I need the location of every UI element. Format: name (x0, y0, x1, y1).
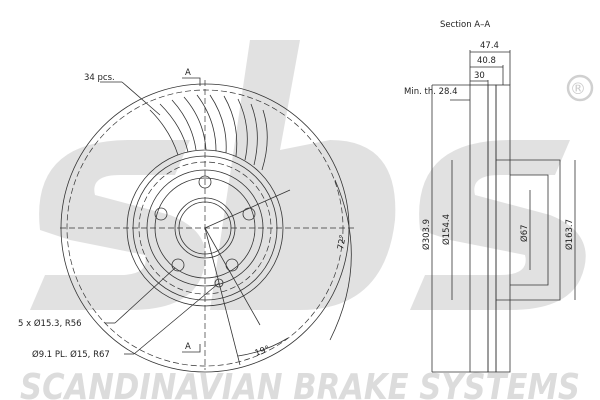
pin-hole-label: Ø9.1 PL. Ø15, R67 (32, 349, 110, 360)
outer-diameter-dim: Ø303.9 (421, 219, 432, 250)
thickness-dim: 30 (474, 71, 485, 81)
width-total-dim: 47.4 (480, 41, 499, 51)
angle-large-label: 72° (336, 234, 348, 251)
bolt-holes-label: 5 x Ø15.3, R56 (18, 318, 82, 329)
hat-diameter-dim: Ø154.4 (441, 214, 452, 245)
section-mark-bottom: A (185, 342, 191, 352)
width-hat-dim: 40.8 (477, 56, 496, 66)
hat-outer-diameter-dim: Ø163.7 (564, 219, 575, 250)
min-thickness-label: Min. th. 28.4 (404, 87, 458, 97)
section-mark-top: A (185, 68, 191, 78)
center-diameter-dim: Ø67 (519, 224, 530, 242)
section-title: Section A–A (440, 20, 490, 30)
pin-hole (214, 278, 224, 288)
angle-small-label: 19° (254, 344, 272, 359)
disc-section-view (431, 50, 576, 373)
watermark-text: SCANDINAVIAN BRAKE SYSTEMS (20, 367, 580, 400)
cooling-vanes (149, 94, 268, 171)
disc-front-view (60, 77, 355, 373)
sbs-logo-watermark (30, 40, 594, 310)
registered-mark: ® (570, 79, 586, 98)
vanes-count-label: 34 pcs. (84, 73, 115, 83)
